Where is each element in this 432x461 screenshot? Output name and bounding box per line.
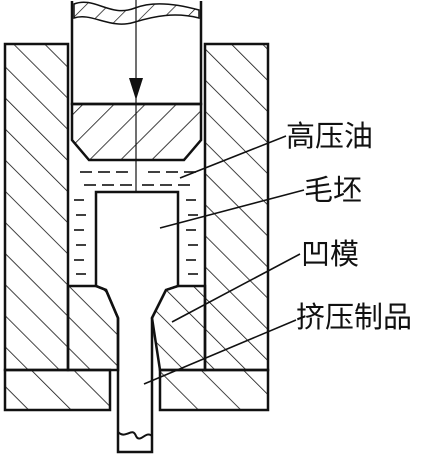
label-blank: 毛坯: [304, 173, 363, 207]
base-plate: [3, 368, 112, 412]
container-left-wall: [3, 42, 70, 372]
leader-blank: [159, 189, 305, 229]
product-break: [117, 431, 153, 440]
leader-product: [143, 319, 297, 385]
label-die: 凹模: [301, 237, 360, 271]
die-right: [150, 284, 207, 372]
base-plate-right: [158, 368, 270, 412]
die-left: [66, 284, 120, 372]
label-extruded-product: 挤压制品: [296, 300, 413, 334]
oil-dashes: [74, 171, 198, 275]
leader-die: [171, 253, 301, 323]
label-high-pressure-oil: 高压油: [286, 119, 374, 153]
motion-arrow: [129, 78, 143, 100]
leader-oil: [179, 135, 287, 179]
